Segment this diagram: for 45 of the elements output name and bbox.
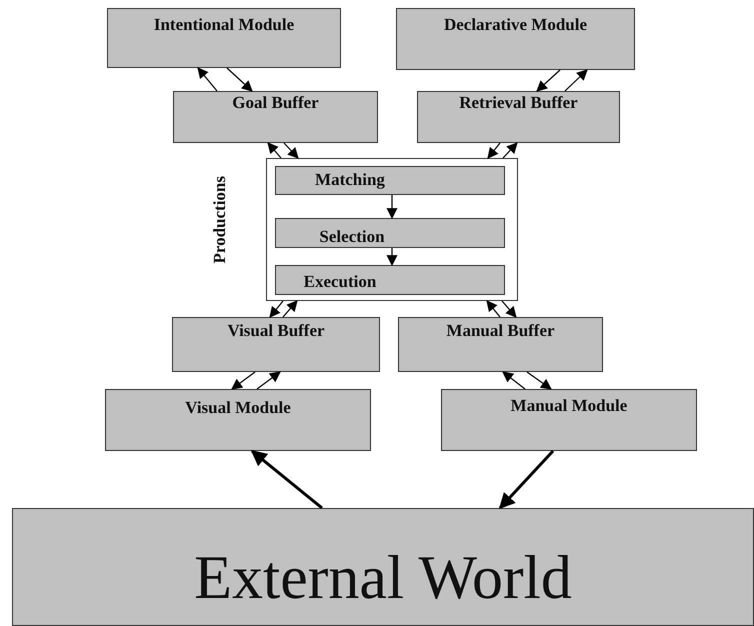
arrow	[502, 300, 517, 318]
arrow	[269, 300, 284, 318]
box-label: Goal Buffer	[231, 93, 320, 113]
box-label: Declarative Module	[442, 15, 588, 35]
external-world-box	[12, 508, 754, 626]
arrow	[267, 142, 282, 158]
box-label: Selection	[318, 227, 386, 247]
productions-heading: Productions	[210, 176, 230, 264]
box-label: Matching	[314, 170, 386, 190]
module-box	[172, 317, 380, 372]
module-box	[398, 317, 603, 372]
arrow	[536, 70, 560, 92]
arrow	[231, 372, 256, 390]
module-box	[417, 91, 620, 143]
arrow	[502, 371, 526, 390]
box-label: Manual Module	[510, 396, 628, 416]
box-label: Retrieval Buffer	[458, 93, 579, 113]
box-label: Execution	[302, 272, 378, 292]
world-label: External World	[193, 543, 573, 614]
arrow	[386, 195, 398, 220]
stage-box	[275, 218, 505, 248]
module-box	[107, 8, 341, 68]
arrow	[502, 142, 518, 158]
box-label: Intentional Module	[152, 15, 296, 35]
arrow	[226, 68, 253, 92]
arrow	[284, 142, 299, 159]
box-label: Visual Buffer	[226, 321, 326, 341]
arrow	[526, 372, 552, 390]
stage-box	[275, 166, 505, 195]
arrow	[487, 142, 500, 159]
module-box	[396, 8, 635, 70]
stage-box	[275, 265, 505, 295]
arrow	[250, 450, 323, 510]
box-label: Visual Module	[184, 398, 292, 418]
module-box	[173, 91, 378, 143]
arrow	[498, 450, 554, 510]
module-box	[105, 389, 371, 451]
arrow	[256, 371, 281, 390]
module-box	[441, 389, 697, 451]
arrow	[386, 248, 398, 266]
arrow	[197, 67, 218, 92]
arrow	[486, 300, 500, 318]
arrow	[282, 300, 298, 318]
box-label: Manual Buffer	[445, 321, 556, 341]
arrow	[564, 69, 588, 92]
